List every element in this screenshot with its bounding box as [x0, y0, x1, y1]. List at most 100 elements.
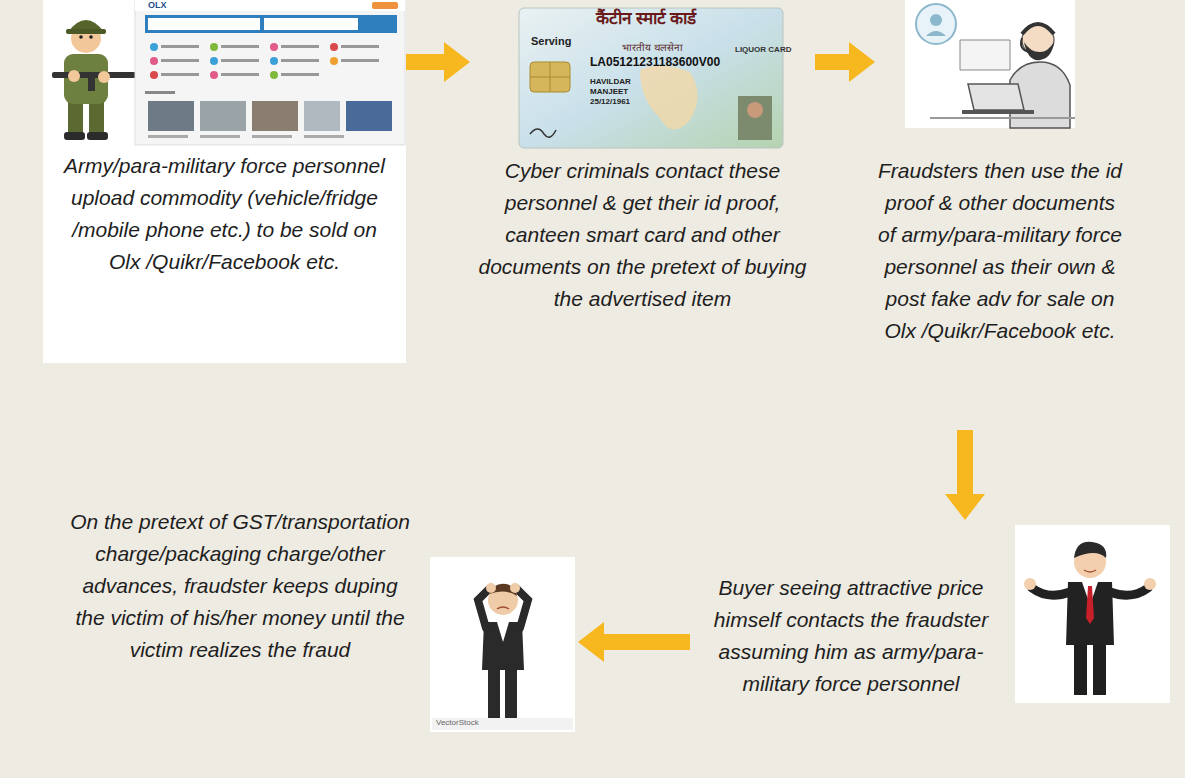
olx-screenshot-part: [148, 101, 194, 131]
olx-screenshot-part: [150, 43, 158, 51]
soldier-figure: [52, 20, 136, 140]
support-agent-part: [1021, 38, 1030, 52]
image-text: HAVILDAR: [590, 78, 631, 87]
olx-screenshot-part: [252, 135, 292, 138]
step-box: Buyer seeing attractive price himself co…: [690, 520, 1170, 770]
buyer-figure-part: [1015, 525, 1170, 703]
step-text: Army/para-military force personnel uploa…: [57, 150, 392, 278]
flow-arrow: [815, 42, 875, 82]
olx-screenshot-part: [161, 73, 199, 76]
olx-screenshot-part: [161, 45, 199, 48]
white-panel: [43, 0, 406, 363]
canteen-card-part: [550, 62, 551, 92]
victim-figure-part: [516, 588, 528, 628]
image-text: OLX: [148, 1, 167, 11]
olx-screenshot-part: [150, 71, 158, 79]
step-text: Fraudsters then use the id proof & other…: [875, 155, 1125, 347]
soldier-figure-part: [64, 132, 85, 140]
olx-screenshot-part: [150, 57, 158, 65]
soldier-figure-part: [98, 71, 110, 83]
victim-figure-part: [497, 607, 509, 609]
step-text: Buyer seeing attractive price himself co…: [690, 572, 1012, 700]
image-text: MANJEET: [590, 88, 628, 97]
buyer-figure-part: [1074, 542, 1106, 558]
buyer-figure-part: [1086, 586, 1094, 624]
olx-screenshot-part: [270, 43, 278, 51]
buyer-figure-part: [1093, 640, 1106, 695]
support-agent-part: [1022, 24, 1054, 34]
support-agent-part: [930, 14, 942, 26]
olx-screenshot-part: [252, 101, 298, 131]
olx-screenshot-part: [221, 45, 259, 48]
flow-arrow: [406, 42, 470, 82]
support-agent: [905, 0, 1075, 128]
canteen-card-part: [530, 62, 570, 92]
olx-screenshot-part: [148, 18, 260, 30]
olx-screenshot-part: [341, 45, 379, 48]
victim-figure-part: [478, 588, 490, 628]
soldier-figure-part: [89, 100, 104, 134]
support-agent-part: [916, 4, 956, 44]
image-text: Serving: [531, 35, 571, 47]
step-box: Army/para-military force personnel uploa…: [43, 0, 406, 363]
olx-screenshot-part: [221, 73, 259, 76]
olx-screenshot-part: [281, 45, 319, 48]
buyer-figure-part: [1074, 640, 1087, 695]
olx-screenshot-part: [135, 0, 405, 145]
image-text: 25/12/1961: [590, 98, 630, 107]
canteen-card-part: [530, 129, 556, 137]
soldier-figure-part: [68, 100, 83, 134]
olx-screenshot-part: [341, 59, 379, 62]
flow-arrow: [578, 622, 690, 662]
olx-screenshot-part: [304, 101, 340, 131]
support-agent-part: [905, 0, 1075, 128]
olx-screenshot-part: [145, 91, 175, 94]
image-text: LIQUOR CARD: [735, 46, 791, 55]
image-text: LA05121231183600V00: [590, 56, 720, 69]
image-text: VectorStock: [436, 719, 479, 728]
olx-screenshot-part: [161, 59, 199, 62]
olx-screenshot-part: [210, 43, 218, 51]
olx-screenshot-part: [270, 57, 278, 65]
step-text: On the pretext of GST/transportation cha…: [68, 506, 412, 666]
soldier-figure-part: [88, 77, 95, 91]
olx-screenshot-part: [372, 2, 398, 9]
victim-figure-part: [432, 718, 573, 730]
step-box: On the pretext of GST/transportation cha…: [50, 500, 578, 772]
olx-screenshot-part: [270, 71, 278, 79]
flow-arrow: [945, 430, 985, 520]
soldier-figure-part: [89, 35, 93, 39]
olx-screenshot-part: [145, 15, 397, 33]
victim-figure-part: [488, 665, 500, 720]
buyer-figure-part: [1144, 578, 1156, 590]
olx-screenshot-part: [210, 71, 218, 79]
soldier-figure-part: [87, 132, 108, 140]
buyer-figure-part: [1084, 570, 1096, 572]
canteen-card-part: [519, 8, 783, 148]
olx-screenshot-part: [200, 135, 240, 138]
buyer-figure: [1015, 525, 1170, 703]
olx-screenshot-part: [281, 73, 319, 76]
support-agent-part: [962, 110, 1034, 114]
canteen-card-part: [640, 65, 698, 129]
buyer-figure-part: [1032, 588, 1070, 595]
victim-figure-part: [505, 665, 517, 720]
olx-screenshot-part: [264, 18, 358, 30]
olx-screenshot: [135, 0, 405, 145]
olx-screenshot-part: [135, 0, 405, 11]
step-text: Cyber criminals contact these personnel …: [470, 155, 815, 315]
support-agent-part: [968, 84, 1024, 110]
olx-screenshot-part: [330, 57, 338, 65]
support-agent-part: [926, 31, 946, 36]
support-agent-part: [930, 117, 1075, 119]
victim-figure-part: [497, 622, 509, 642]
canteen-card: [519, 8, 783, 148]
buyer-figure-part: [1110, 588, 1148, 595]
olx-screenshot-part: [281, 59, 319, 62]
victim-figure: [430, 557, 575, 732]
olx-screenshot-part: [210, 57, 218, 65]
canteen-card-part: [738, 96, 772, 140]
victim-figure-part: [430, 557, 575, 732]
canteen-card-part: [747, 102, 763, 118]
